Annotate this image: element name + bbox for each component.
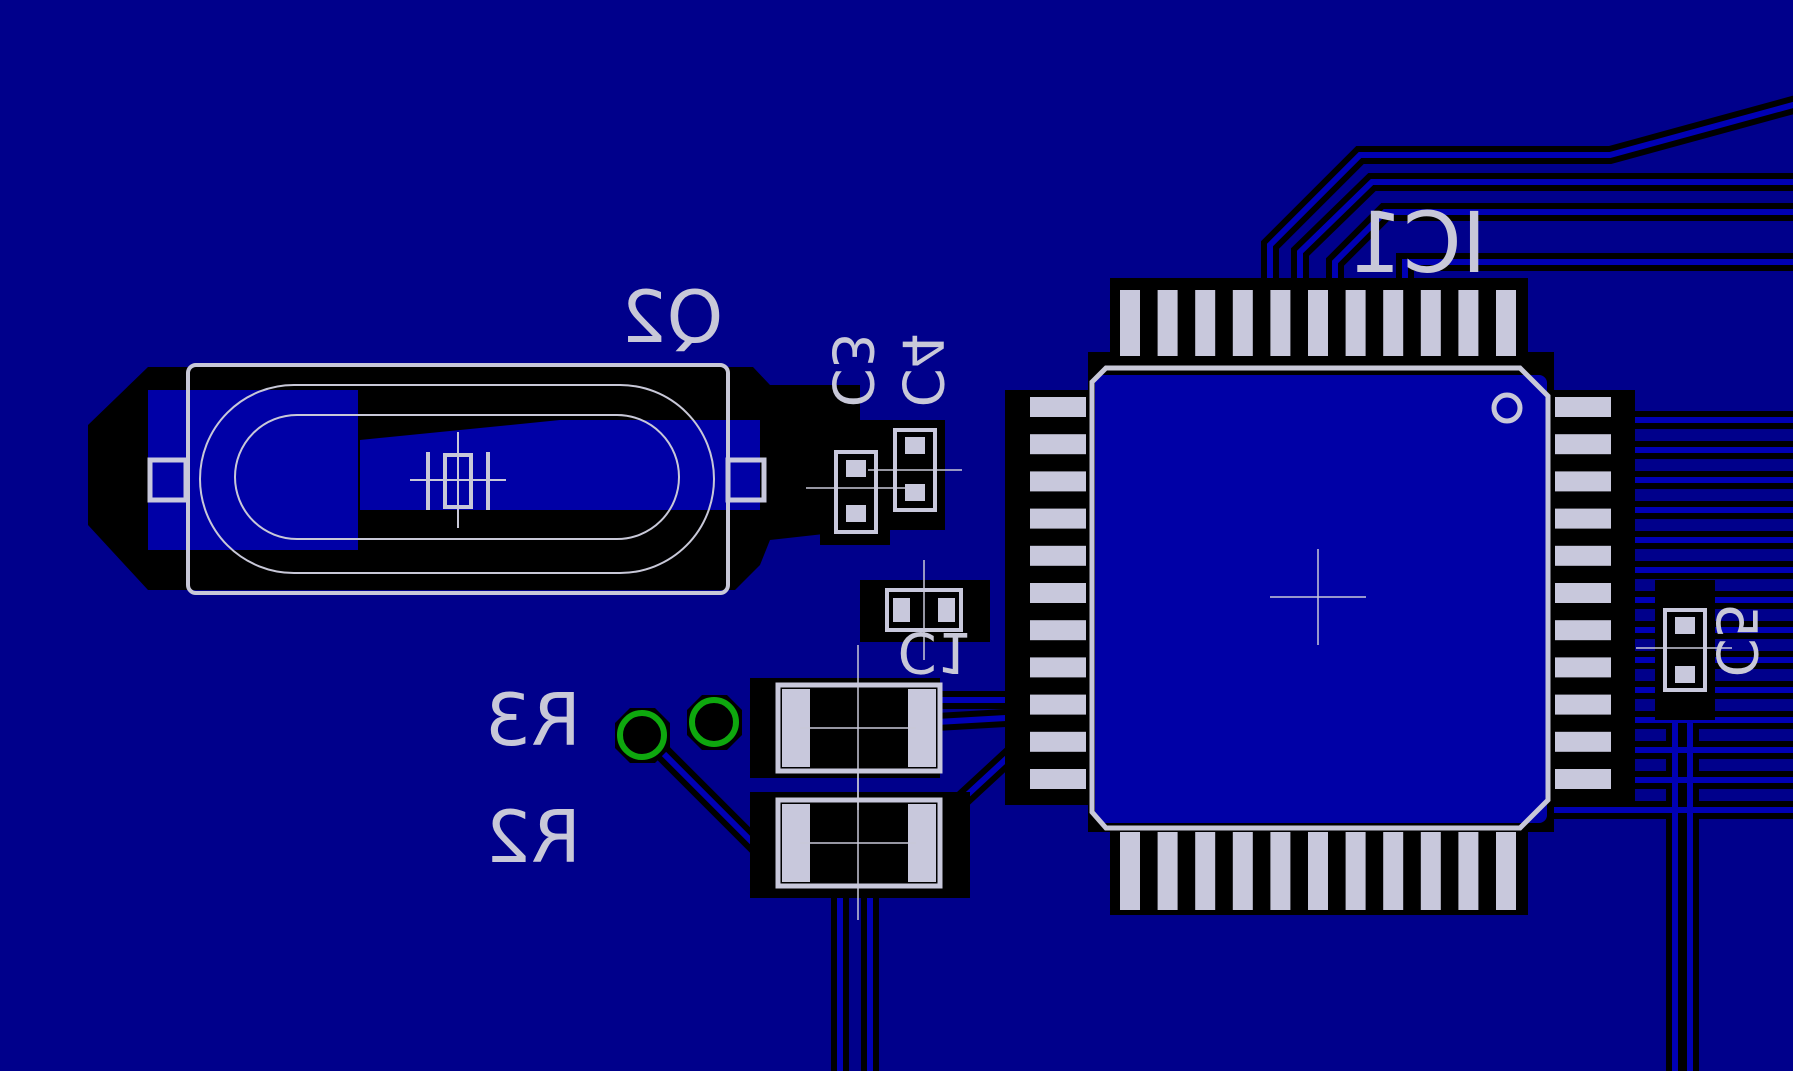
ic1-pin-left	[1030, 657, 1086, 678]
ic1-pin-right	[1555, 694, 1611, 715]
ic1-pin-right	[1555, 471, 1611, 492]
ic1-pin-left	[1030, 731, 1086, 752]
ic1-pin-bottom	[1232, 832, 1253, 910]
c1-label: C1	[898, 619, 973, 684]
ic1-pin-right	[1555, 583, 1611, 603]
ic1-pin-left	[1030, 508, 1086, 529]
q2-label: Q2	[621, 275, 723, 359]
ic1-pin-bottom	[1420, 832, 1441, 910]
ic1-pin-top	[1458, 290, 1479, 356]
ic1-inner-pour	[1095, 375, 1547, 823]
ic1-pin-right	[1555, 545, 1611, 566]
c5-label: C5	[1703, 603, 1768, 678]
ic1-pin-bottom	[1345, 832, 1366, 910]
c4-label: C4	[889, 333, 954, 408]
ic1-pin-top	[1345, 290, 1366, 356]
r2-label: R2	[485, 795, 581, 879]
ic1-pin-right	[1555, 731, 1611, 752]
copper-pour	[148, 375, 1547, 823]
ic1-pin-bottom	[1157, 832, 1178, 910]
ic1-pin-left	[1030, 545, 1086, 566]
capacitor-c5	[1636, 608, 1732, 692]
c3-label: C3	[819, 333, 884, 408]
ic1-pin-top	[1232, 290, 1253, 356]
ic1-pin-top	[1195, 290, 1216, 356]
ic1-pin-right	[1555, 657, 1611, 678]
ic1	[1030, 290, 1611, 910]
ic1-pin-left	[1030, 769, 1086, 789]
ic1-pin-left	[1030, 434, 1086, 455]
ic1-label: IC1	[1350, 194, 1487, 292]
ic1-pin-top	[1157, 290, 1178, 356]
ic1-pin-right	[1555, 769, 1611, 789]
resistor-r2	[775, 770, 943, 920]
trace	[1402, 259, 1793, 288]
ic1-pin-top	[1120, 290, 1140, 356]
ic1-pin-bottom	[1308, 832, 1328, 910]
smd-parts	[775, 428, 1732, 920]
q2-outline	[186, 363, 730, 595]
c3-clearance	[820, 420, 890, 545]
ic1-pin-top	[1270, 290, 1291, 356]
resistor-r3	[775, 645, 943, 810]
ic1-pin-top	[1383, 290, 1404, 356]
q2-inner-pour-left	[148, 390, 358, 550]
via-icon[interactable]	[617, 710, 667, 760]
capacitor-c4	[868, 428, 962, 512]
q2-inner-oval-2	[234, 414, 680, 540]
capacitor-c3	[806, 450, 906, 534]
via-icon[interactable]	[689, 697, 739, 747]
ic1-pin-bottom	[1458, 832, 1479, 910]
crystal-q2	[147, 363, 767, 595]
trace	[1267, 101, 1793, 288]
trace	[1297, 179, 1793, 288]
pin1-dot-icon	[1491, 392, 1523, 424]
q2-inner-oval	[199, 384, 715, 574]
ic1-pin-right	[1555, 620, 1611, 641]
ic1-body-outline	[1089, 365, 1551, 831]
ic1-pin-left	[1030, 620, 1086, 641]
ic1-pin-bottom	[1496, 832, 1516, 910]
ic1-pin-left	[1030, 694, 1086, 715]
center-cross-icon	[1270, 549, 1366, 645]
ic1-pin-right	[1555, 434, 1611, 455]
ic1-pin-right	[1555, 397, 1611, 417]
r3-label: R3	[485, 678, 581, 762]
ic1-pin-left	[1030, 397, 1086, 417]
silkscreen-labels: IC1 Q2 C3 C4 C1 C5 R3 R2	[485, 194, 1768, 879]
ic1-pin-bottom	[1195, 832, 1216, 910]
ic1-pin-top	[1420, 290, 1441, 356]
ic1-pin-left	[1030, 471, 1086, 492]
q2-inner-pour-right	[360, 420, 760, 510]
ic1-pin-right	[1555, 508, 1611, 529]
ic1-pin-top	[1308, 290, 1328, 356]
ic1-pins	[1030, 290, 1611, 910]
vias	[615, 695, 742, 763]
ic1-pin-bottom	[1383, 832, 1404, 910]
ic1-pin-bottom	[1270, 832, 1291, 910]
capacitor-c1	[885, 560, 963, 660]
ic1-pin-left	[1030, 583, 1086, 603]
ic1-pin-top	[1496, 290, 1516, 356]
crystal-symbol-icon	[410, 432, 506, 528]
ic1-pin-bottom	[1120, 832, 1140, 910]
trace	[1332, 209, 1793, 288]
